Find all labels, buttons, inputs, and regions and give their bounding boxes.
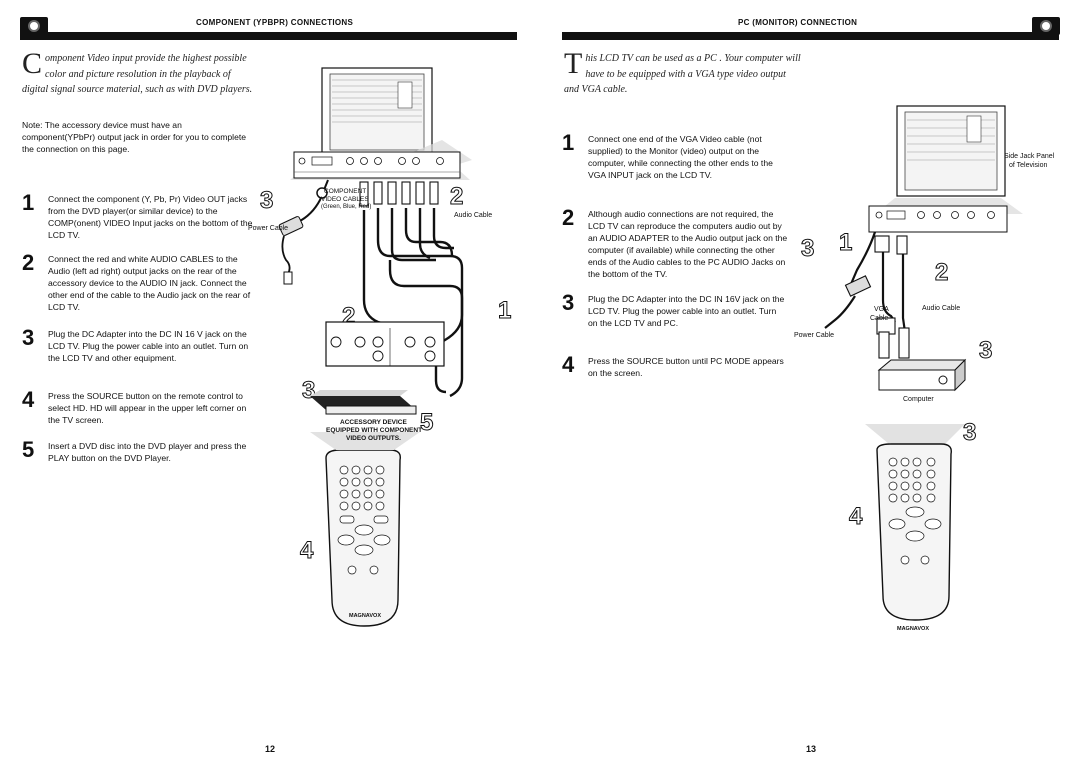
tv-jack-panel <box>868 205 1008 233</box>
page-number-left: 12 <box>265 744 276 754</box>
svg-text:2: 2 <box>450 183 463 210</box>
note-text: Note: The accessory device must have an … <box>22 120 247 154</box>
remote-illustration <box>310 432 420 627</box>
dvd-player-illustration <box>310 390 417 415</box>
vga-cable-label-1: VGA <box>874 306 889 313</box>
left-header-bar <box>20 32 517 40</box>
page-number-right: 13 <box>806 744 817 754</box>
svg-text:3: 3 <box>979 337 992 364</box>
svg-text:3: 3 <box>302 377 315 404</box>
accessory-label-1: ACCESSORY DEVICE <box>340 419 407 426</box>
power-adapter-illustration <box>278 179 329 285</box>
svg-text:4: 4 <box>849 503 863 530</box>
cable-plugs <box>359 181 439 207</box>
svg-text:4: 4 <box>300 537 314 564</box>
svg-text:1: 1 <box>498 297 511 324</box>
disc-icon <box>1032 17 1060 35</box>
intro-text: his LCD TV can be used as a PC . Your co… <box>564 53 801 95</box>
component-cable-subtitle: VIDEO CABLES <box>321 196 369 203</box>
power-cable-label: Power Cable <box>794 332 835 339</box>
vga-cable-label-2: Cable <box>870 315 889 322</box>
component-connection-diagram: 3 2 2 1 3 5 4 <box>260 67 512 627</box>
component-cable-colors: (Green, Blue, Red) <box>321 204 372 210</box>
power-cable-label: Power Cable <box>248 225 289 232</box>
tv-back-illustration <box>875 105 1023 214</box>
intro-dropcap: T <box>564 47 583 80</box>
intro-text: omponent Video input provide the highest… <box>22 53 253 95</box>
audio-cable-label: Audio Cable <box>922 305 961 312</box>
side-jack-label-2: of Television <box>1009 162 1048 169</box>
right-page-header: PC (MONITOR) CONNECTION <box>738 18 858 27</box>
remote-brand-label: MAGNAVOX <box>349 613 381 619</box>
svg-text:2: 2 <box>935 259 948 286</box>
svg-text:5: 5 <box>420 409 433 436</box>
plug-icon <box>316 187 328 199</box>
dvd-rear-panel <box>325 321 445 367</box>
svg-text:3: 3 <box>260 187 273 214</box>
disc-icon <box>20 17 48 35</box>
svg-text:1: 1 <box>839 229 852 256</box>
side-jack-label-1: Side Jack Panel <box>1004 153 1055 160</box>
computer-label: Computer <box>903 396 934 403</box>
accessory-label-2: EQUIPPED WITH COMPONENT <box>326 427 423 434</box>
intro-dropcap: C <box>22 47 43 80</box>
pc-connection-diagram: 3 1 2 3 3 4 <box>801 105 1023 621</box>
remote-illustration <box>865 424 965 621</box>
component-cables <box>362 208 464 398</box>
remote-brand-label: MAGNAVOX <box>897 626 929 632</box>
component-cable-title: COMPONENT <box>324 188 367 195</box>
left-page-header: COMPONENT (YPBPR) CONNECTIONS <box>196 18 354 27</box>
right-header-bar <box>562 32 1059 40</box>
svg-text:3: 3 <box>963 419 976 446</box>
svg-text:3: 3 <box>801 235 814 262</box>
accessory-label-3: VIDEO OUTPUTS. <box>346 435 401 442</box>
tv-jack-panel <box>293 151 461 179</box>
pc-cables <box>824 231 907 333</box>
computer-illustration <box>877 358 967 392</box>
audio-cable-label: Audio Cable <box>454 212 493 219</box>
